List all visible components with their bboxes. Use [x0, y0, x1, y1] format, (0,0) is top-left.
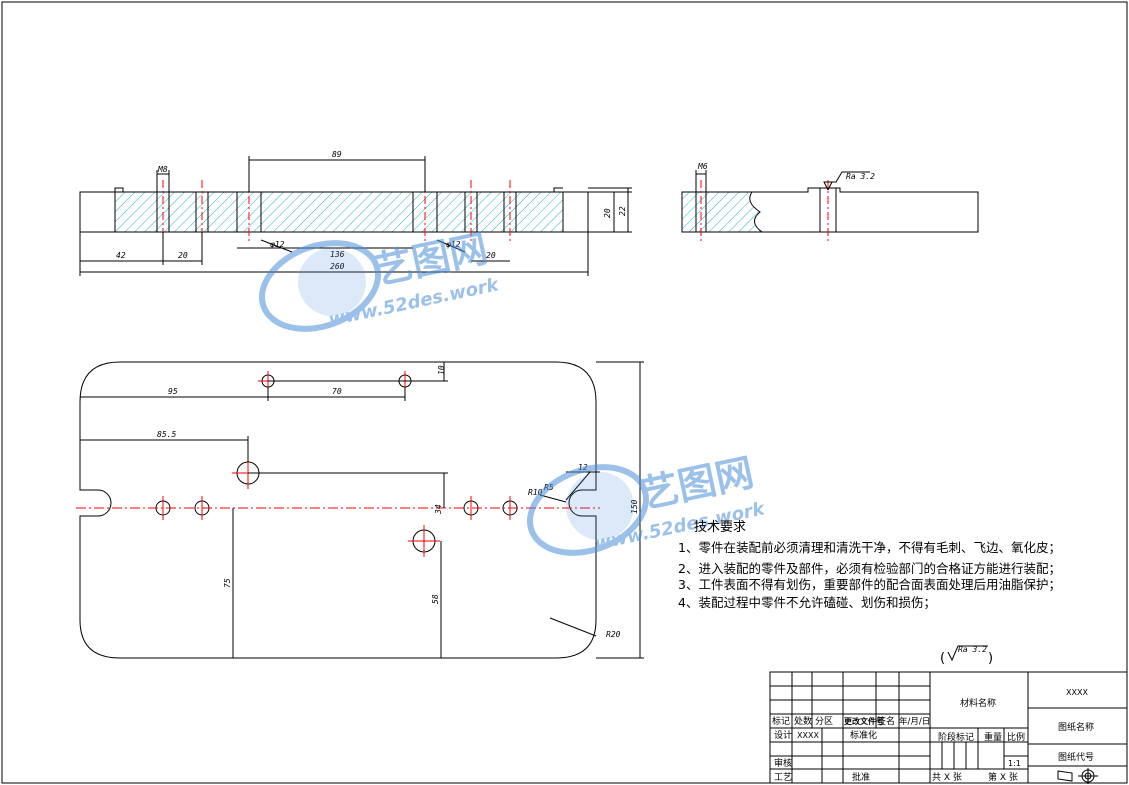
- dim-150: 150: [630, 499, 639, 514]
- dim-34: 34: [434, 504, 443, 515]
- dim-42: 42: [116, 251, 126, 260]
- tb-company: XXXX: [1066, 688, 1088, 697]
- tb-drawing-code: 图纸代号: [1058, 751, 1094, 763]
- roughness-label: Ra 3.2: [846, 172, 875, 181]
- top-view: [76, 361, 644, 659]
- tb-date: 年/月/日: [899, 716, 930, 727]
- title-block: [769, 671, 1128, 784]
- dim-58: 58: [431, 594, 440, 604]
- tech-item: 4、装配过程中零件不允许磕碰、划伤和损伤；: [678, 595, 936, 610]
- dim-phi12b: φ12: [446, 240, 461, 249]
- side-view: [681, 170, 979, 244]
- svg-text:(: (: [940, 651, 945, 666]
- tb-change-doc: 更改文件号: [844, 716, 884, 726]
- dim-20a: 20: [178, 251, 188, 260]
- dim-136: 136: [330, 250, 345, 259]
- tb-scale-label: 比例: [1007, 731, 1025, 743]
- dim-10: 10: [437, 365, 446, 375]
- tb-approve: 批准: [852, 771, 870, 783]
- dim-m8: M8: [157, 165, 168, 174]
- tech-item: 2、进入装配的零件及部件，必须有检验部门的合格证方能进行装配；: [678, 561, 1061, 576]
- dim-h20: 20: [603, 208, 612, 218]
- tb-stage: 阶段标记: [938, 731, 974, 743]
- tb-design-value: XXXX: [797, 731, 819, 740]
- tb-sheet-no: 第 X 张: [988, 771, 1018, 783]
- front-view: [79, 156, 632, 276]
- tb-drawing-name: 图纸名称: [1058, 721, 1094, 733]
- dim-89: 89: [332, 150, 342, 159]
- watermark-1: 艺图网 www.52des.work: [258, 226, 501, 332]
- svg-text:): ): [988, 651, 993, 666]
- side-view-outline: [681, 187, 979, 233]
- dim-r20: R20: [606, 630, 621, 639]
- dim-70: 70: [332, 387, 342, 396]
- dim-260: 260: [330, 262, 345, 271]
- tb-standardize: 标准化: [850, 729, 877, 741]
- tech-title: 技术要求: [694, 520, 746, 535]
- front-view-outline: [79, 191, 589, 233]
- tb-mark: 标记: [772, 715, 790, 727]
- dim-m6: M6: [697, 162, 708, 171]
- top-view-outline: [79, 361, 597, 659]
- tb-weight: 重量: [984, 731, 1002, 743]
- general-roughness: ( Ra 3.2 ): [940, 645, 993, 666]
- tb-sign: 签名: [877, 715, 895, 727]
- roughness-label: Ra 3.2: [958, 645, 987, 654]
- dim-r10: R10: [528, 488, 543, 497]
- tb-material: 材料名称: [960, 697, 996, 709]
- tech-item: 3、工件表面不得有划伤，重要部件的配合面表面处理后用油脂保护；: [678, 577, 1061, 592]
- dim-95: 95: [168, 387, 178, 396]
- tb-count: 处数: [794, 715, 812, 727]
- tb-process: 工艺: [774, 772, 792, 783]
- tb-review: 审核: [774, 757, 792, 769]
- tb-total-sheets: 共 X 张: [932, 772, 962, 783]
- dim-75: 75: [223, 578, 232, 588]
- dim-85-5: 85.5: [157, 430, 176, 439]
- title-block-text: 标记 处数 分区 更改文件号 签名 年/月/日 设计 XXXX 标准化 审核 工…: [772, 688, 1094, 783]
- front-view-dims: M8 89 42 20 20 136 260 φ12 φ12 20 22: [116, 150, 627, 271]
- tb-scale-value: 1:1: [1008, 759, 1021, 768]
- tech-requirements: 技术要求 1、零件在装配前必须清理和清洗干净，不得有毛刺、飞边、氧化皮； 2、进…: [678, 520, 1061, 610]
- dim-phi12a: φ12: [270, 240, 285, 249]
- dim-20b: 20: [486, 251, 496, 260]
- dim-h22: 22: [618, 206, 627, 216]
- tech-item: 1、零件在装配前必须清理和清洗干净，不得有毛刺、飞边、氧化皮；: [678, 540, 1061, 555]
- tb-zone: 分区: [815, 716, 833, 727]
- tb-design: 设计: [774, 729, 792, 741]
